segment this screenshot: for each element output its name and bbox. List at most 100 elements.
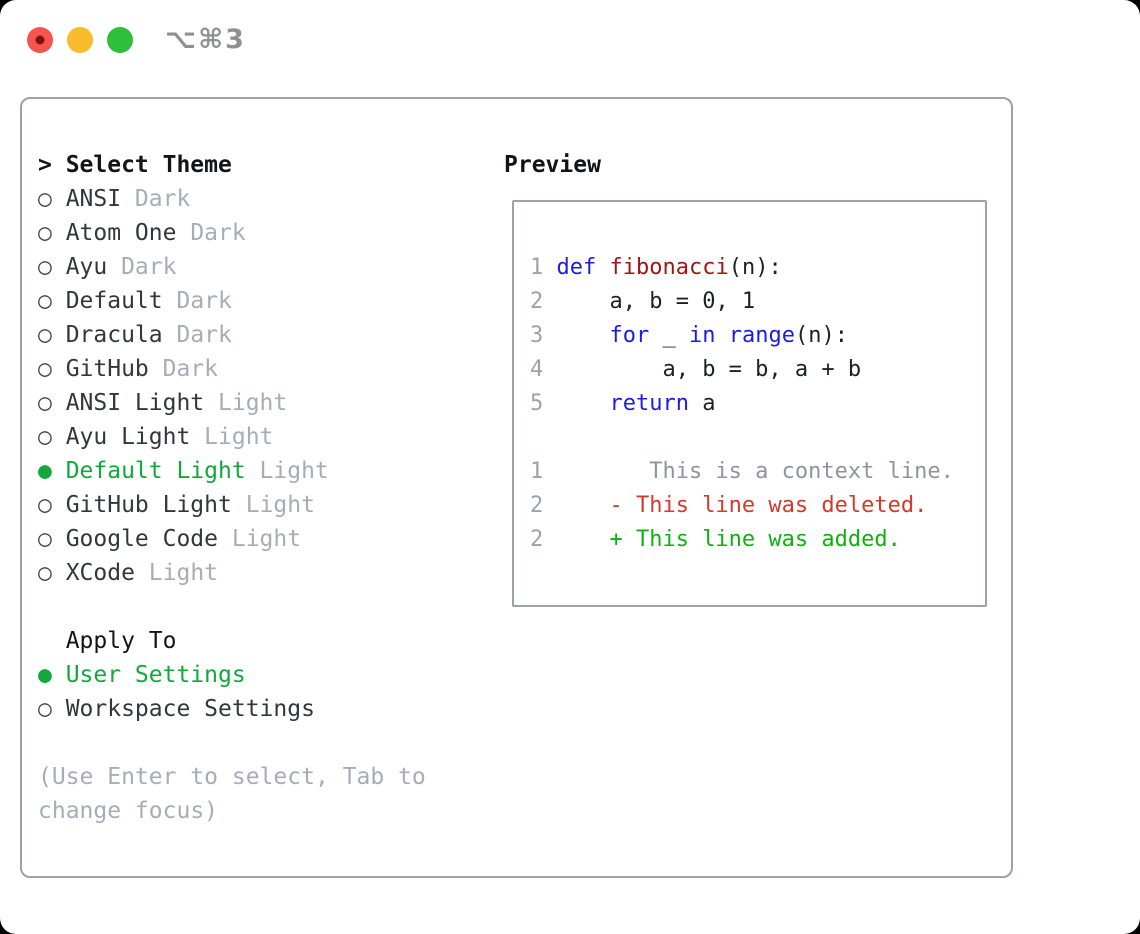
- radio-unselected-icon: ○: [38, 220, 52, 246]
- theme-name: Google Code: [65, 526, 219, 552]
- theme-name: Dracula: [65, 322, 163, 348]
- minimize-button[interactable]: [67, 26, 93, 53]
- code-segment-num: 1: [530, 255, 544, 280]
- theme-item-dracula[interactable]: ○ Dracula Dark: [38, 318, 426, 352]
- radio-unselected-icon: ○: [38, 288, 52, 314]
- apply-option-label: Workspace Settings: [65, 696, 315, 722]
- theme-variant-tag: Light: [218, 390, 288, 416]
- radio-unselected-icon: ○: [38, 254, 52, 280]
- radio-unselected-icon: ○: [38, 424, 52, 450]
- code-segment-pl: _: [649, 323, 689, 348]
- theme-name: Ayu Light: [65, 424, 191, 450]
- theme-variant-tag: Dark: [134, 186, 191, 212]
- code-segment-pl: (n):: [728, 255, 782, 280]
- radio-unselected-icon: ○: [38, 186, 52, 212]
- theme-variant-tag: Dark: [190, 220, 246, 246]
- code-segment-pl: [543, 323, 609, 348]
- spacer: [38, 590, 426, 624]
- code-segment-num: 4: [530, 357, 544, 382]
- code-segment-pl: a, b = 0, 1: [543, 289, 756, 314]
- radio-unselected-icon: ○: [38, 492, 52, 518]
- theme-item-ayu-light[interactable]: ○ Ayu Light Light: [38, 420, 426, 454]
- close-button[interactable]: [27, 26, 53, 53]
- preview-line: 5 return a: [530, 387, 985, 421]
- code-segment-pl: [543, 255, 556, 280]
- preview-line: 2 - This line was deleted.: [530, 489, 985, 523]
- code-segment-num: 2: [530, 289, 544, 314]
- theme-item-atom-one[interactable]: ○ Atom One Dark: [38, 216, 426, 250]
- theme-name: XCode: [65, 560, 135, 586]
- theme-variant-tag: Light: [231, 526, 302, 552]
- window-title: ⌥⌘3: [165, 24, 246, 55]
- preview-column: Preview 1 def fibonacci(n):2 a, b = 0, 1…: [504, 148, 987, 607]
- select-theme-header: > Select Theme: [38, 148, 426, 182]
- theme-name: ANSI Light: [65, 390, 205, 416]
- code-segment-num: 2: [530, 527, 544, 552]
- unsaved-changes-dot: [35, 35, 45, 44]
- preview-blank-line: [530, 421, 985, 455]
- preview-header: Preview: [504, 152, 601, 178]
- help-text-line-2: change focus): [38, 798, 219, 824]
- code-segment-kw: range: [728, 323, 795, 348]
- theme-variant-tag: Light: [204, 424, 274, 450]
- apply-option-user-settings[interactable]: ●User Settings: [38, 658, 426, 692]
- theme-name: Default Light: [65, 458, 246, 484]
- apply-to-options: ●User Settings ○ Workspace Settings: [38, 658, 426, 726]
- code-segment-del: - This line was deleted.: [543, 493, 928, 518]
- code-segment-num: 1: [530, 459, 544, 484]
- titlebar: ⌥⌘3: [27, 24, 246, 55]
- code-segment-kw: for: [609, 323, 650, 348]
- theme-item-xcode[interactable]: ○ XCode Light: [38, 556, 426, 590]
- code-segment-kw: return: [609, 391, 689, 416]
- code-segment-kw: def: [556, 255, 597, 280]
- code-segment-pl: a, b = b, a + b: [543, 357, 862, 382]
- preview-line: 1 def fibonacci(n):: [530, 251, 985, 285]
- theme-name: ANSI: [65, 186, 122, 212]
- radio-selected-icon: ●: [38, 458, 52, 484]
- apply-option-label: User Settings: [65, 662, 246, 688]
- radio-unselected-icon: ○: [38, 390, 52, 416]
- spacer: [38, 726, 426, 760]
- code-segment-add: + This line was added.: [543, 527, 901, 552]
- radio-unselected-icon: ○: [38, 560, 52, 586]
- theme-name: GitHub Light: [65, 492, 232, 518]
- theme-item-ansi[interactable]: ○ ANSI Dark: [38, 182, 426, 216]
- radio-unselected-icon: ○: [38, 696, 52, 722]
- apply-to-header: Apply To: [65, 628, 177, 654]
- theme-variant-tag: Dark: [176, 322, 232, 348]
- code-segment-kw: in: [688, 323, 716, 348]
- theme-variant-tag: Light: [148, 560, 219, 586]
- help-text-line-1: (Use Enter to select, Tab to: [38, 764, 426, 790]
- radio-unselected-icon: ○: [38, 322, 52, 348]
- theme-variant-tag: Dark: [121, 254, 177, 280]
- apply-option-workspace-settings[interactable]: ○ Workspace Settings: [38, 692, 426, 726]
- preview-line: 2 + This line was added.: [530, 523, 985, 557]
- theme-variant-tag: Dark: [176, 288, 232, 314]
- theme-variant-tag: Light: [245, 492, 315, 518]
- theme-item-github-light[interactable]: ○ GitHub Light Light: [38, 488, 426, 522]
- theme-name: GitHub: [65, 356, 149, 382]
- preview-line: 2 a, b = 0, 1: [530, 285, 985, 319]
- code-segment-fn: fibonacci: [609, 255, 729, 280]
- radio-unselected-icon: ○: [38, 356, 52, 382]
- fullscreen-button[interactable]: [107, 26, 133, 53]
- theme-item-ansi-light[interactable]: ○ ANSI Light Light: [38, 386, 426, 420]
- focus-caret-icon: >: [38, 152, 52, 178]
- theme-name: Atom One: [65, 220, 177, 246]
- code-segment-num: 3: [530, 323, 544, 348]
- code-segment-pl: a: [688, 391, 716, 416]
- code-segment-pl: [596, 255, 609, 280]
- preview-line: 4 a, b = b, a + b: [530, 353, 985, 387]
- select-theme-header-label: Select Theme: [65, 152, 232, 178]
- code-segment-pl: [715, 323, 728, 348]
